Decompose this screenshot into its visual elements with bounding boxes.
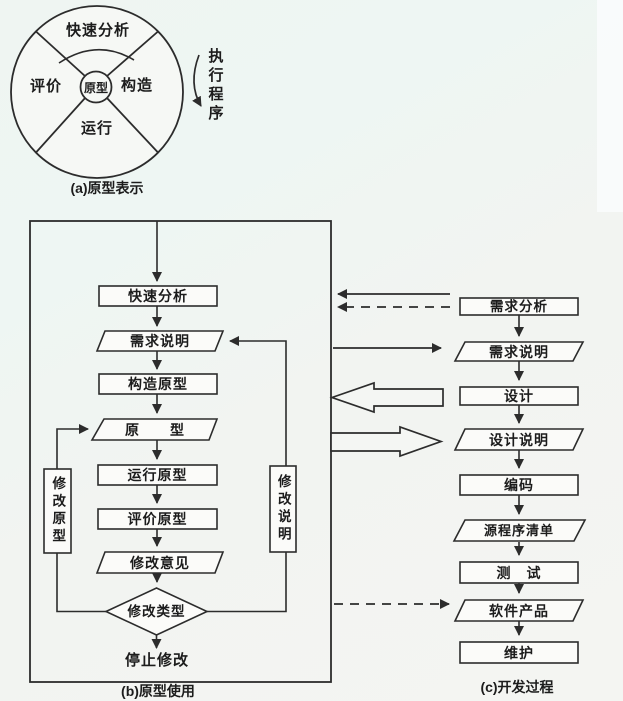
node-req-analysis: 需求分析 xyxy=(490,298,548,314)
shape-mod-proto-side xyxy=(43,468,72,554)
hollow-arrow-right xyxy=(330,425,444,458)
shape-design-spec xyxy=(453,428,585,451)
node-testing: 测 试 xyxy=(496,564,542,581)
node-maintenance: 维护 xyxy=(504,644,534,661)
shape-run-proto xyxy=(97,464,218,486)
panel-c-caption: (c)开发过程 xyxy=(480,679,554,695)
shape-req-spec xyxy=(95,330,225,352)
shape-source-list xyxy=(452,519,587,542)
wheel-sector-left-label: 评价 xyxy=(29,77,62,95)
shape-prototype xyxy=(90,418,219,441)
node-mod-spec-side: 修改说明 xyxy=(275,474,291,544)
wheel-hub-label: 原型 xyxy=(83,80,108,95)
shape-coding xyxy=(459,474,579,496)
shape-design xyxy=(459,386,579,406)
node-eval-proto: 评价原型 xyxy=(127,511,188,527)
shape-maintenance xyxy=(459,641,579,664)
shape-mod-spec-side xyxy=(269,465,297,553)
node-req-spec-b: 需求说明 xyxy=(130,333,190,349)
node-design-spec: 设计说明 xyxy=(489,431,549,448)
node-mod-proto-side: 修改原型 xyxy=(50,476,66,546)
shape-req-spec-c xyxy=(453,341,585,362)
wheel-sector-right-label: 构造 xyxy=(120,76,153,94)
node-rapid-analysis: 快速分析 xyxy=(128,288,188,304)
hollow-arrow-left xyxy=(329,381,444,414)
node-source-list: 源程序清单 xyxy=(483,523,554,538)
node-stop-modify: 停止修改 xyxy=(124,652,189,669)
node-mod-opinion: 修改意见 xyxy=(130,554,190,571)
shape-mod-opinion xyxy=(95,551,225,574)
shape-build-proto xyxy=(98,373,218,395)
shape-rapid-analysis xyxy=(98,285,218,307)
shape-product xyxy=(453,599,585,622)
node-prototype: 原 型 xyxy=(125,421,185,438)
panel-b-flow xyxy=(29,220,332,683)
shape-eval-proto xyxy=(97,508,218,530)
node-mod-type: 修改类型 xyxy=(127,603,186,619)
shape-req-analysis xyxy=(459,297,579,316)
shape-testing xyxy=(459,561,579,584)
node-design: 设计 xyxy=(504,388,534,404)
panel-b-caption: (b)原型使用 xyxy=(121,683,195,699)
node-coding: 编码 xyxy=(504,477,534,493)
node-req-spec-c: 需求说明 xyxy=(489,343,549,360)
node-product: 软件产品 xyxy=(489,602,549,619)
wheel-sector-bottom-label: 运行 xyxy=(80,119,113,137)
node-build-proto: 构造原型 xyxy=(128,376,188,392)
shape-mod-type-diamond xyxy=(104,587,209,636)
cross-links xyxy=(329,289,450,609)
execute-procedure-label: 执行程序 xyxy=(206,48,224,124)
panel-a-caption: (a)原型表示 xyxy=(70,179,144,196)
panel-c-flow xyxy=(452,297,587,664)
node-run-proto: 运行原型 xyxy=(127,467,188,483)
background-strip xyxy=(597,0,623,212)
execute-direction-arrow xyxy=(192,54,202,107)
panel-a-wheel xyxy=(10,5,202,179)
wheel-sector-top-label: 快速分析 xyxy=(65,21,130,39)
